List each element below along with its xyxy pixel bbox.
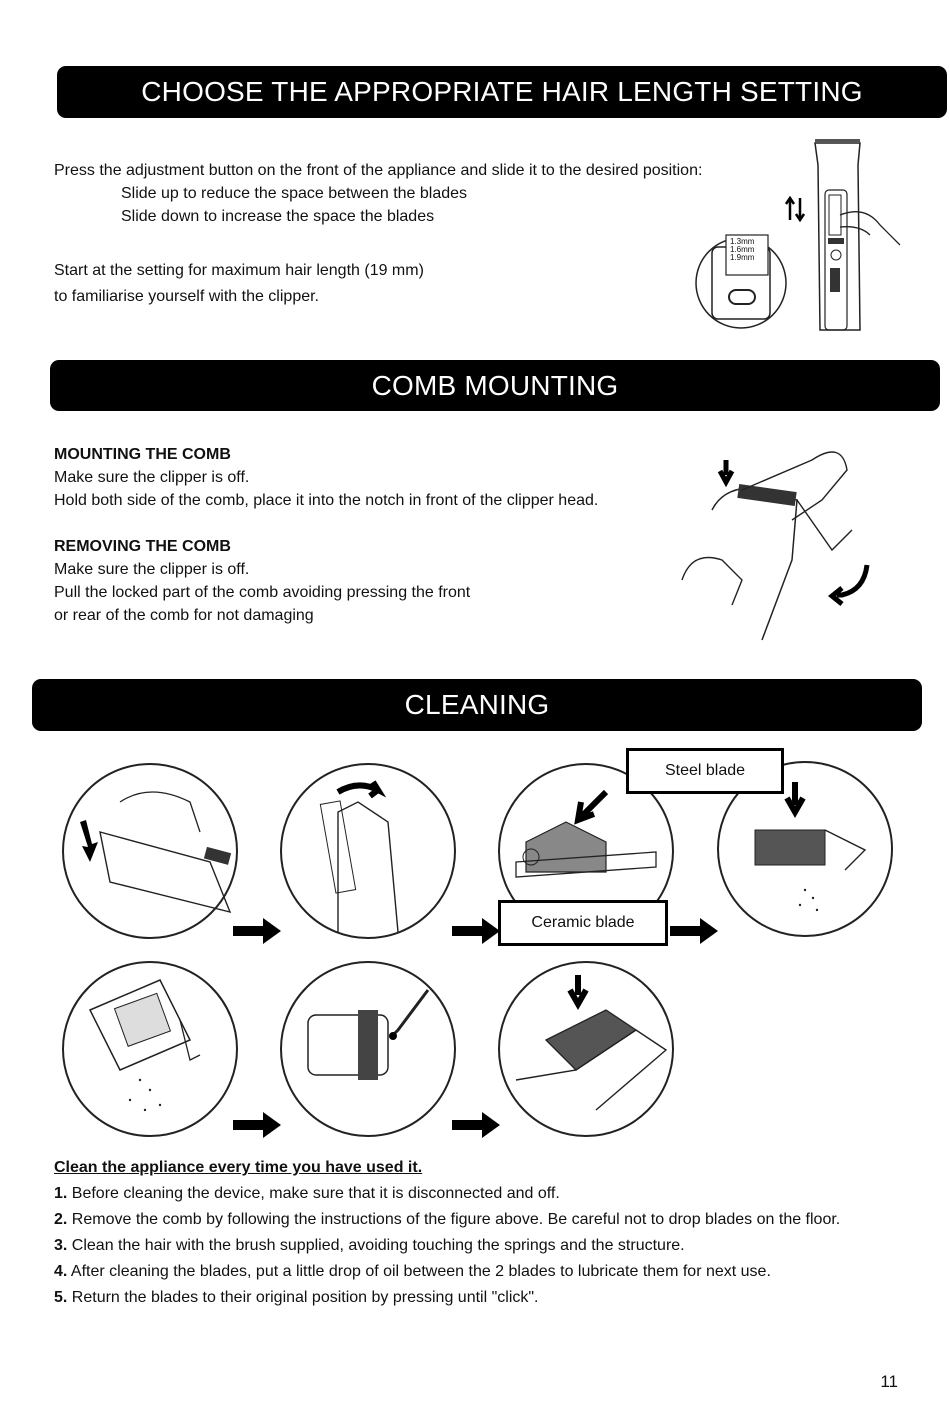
remove-line-2: Pull the locked part of the comb avoidin…	[54, 584, 471, 601]
mount-line-2: Hold both side of the comb, place it int…	[54, 492, 599, 509]
remove-line-3: or rear of the comb for not damaging	[54, 607, 314, 624]
cleaning-step-2: 2. Remove the comb by following the inst…	[54, 1207, 894, 1233]
steel-blade-label: Steel blade	[626, 748, 784, 794]
dial-label-1: 1.3mm	[730, 237, 755, 246]
comb-mounting-banner: COMB MOUNTING	[50, 360, 940, 411]
remove-heading: REMOVING THE COMB	[54, 538, 231, 555]
step-number: 3.	[54, 1237, 68, 1254]
cleaning-step-7-figure	[498, 961, 674, 1137]
cleaning-step-3: 3. Clean the hair with the brush supplie…	[54, 1233, 894, 1259]
cleaning-step-4-figure	[717, 761, 893, 937]
cleaning-list-title: Clean the appliance every time you have …	[54, 1159, 423, 1176]
ceramic-blade-label-text: Ceramic blade	[531, 914, 635, 931]
hair-length-title: CHOOSE THE APPROPRIATE HAIR LENGTH SETTI…	[141, 76, 863, 107]
step-arrow-icon	[233, 1112, 281, 1138]
step-text: Clean the hair with the brush supplied, …	[67, 1237, 685, 1254]
slide-down-text: Slide down to increase the space the bla…	[121, 208, 435, 225]
cleaning-instructions: Clean the appliance every time you have …	[54, 1155, 894, 1311]
cleaning-step-4: 4. After cleaning the blades, put a litt…	[54, 1259, 894, 1285]
cleaning-banner: CLEANING	[32, 679, 922, 731]
step-arrow-icon	[452, 918, 500, 944]
clipper-adjust-illustration: 1.3mm 1.6mm 1.9mm	[695, 139, 901, 331]
hair-length-start-text: Start at the setting for maximum hair le…	[54, 258, 554, 310]
step-arrow-icon	[670, 918, 718, 944]
step-number: 4.	[54, 1263, 68, 1280]
dial-label-2: 1.6mm	[730, 245, 755, 254]
start-line-1: Start at the setting for maximum hair le…	[54, 262, 424, 279]
mount-heading: MOUNTING THE COMB	[54, 446, 231, 463]
cleaning-step-5-figure	[62, 961, 238, 1137]
step-arrow-icon	[233, 918, 281, 944]
hair-length-banner: CHOOSE THE APPROPRIATE HAIR LENGTH SETTI…	[57, 66, 947, 118]
cleaning-step-5: 5. Return the blades to their original p…	[54, 1285, 894, 1311]
cleaning-step-6-figure	[280, 961, 456, 1137]
steel-blade-label-text: Steel blade	[664, 762, 746, 779]
cleaning-title: CLEANING	[404, 689, 550, 720]
hair-length-text: Press the adjustment button on the front…	[54, 159, 784, 228]
cleaning-step-2-figure	[280, 763, 456, 939]
cleaning-step-1: 1. Before cleaning the device, make sure…	[54, 1181, 894, 1207]
page-number: 11	[880, 1372, 898, 1391]
step-arrow-icon	[452, 1112, 500, 1138]
ceramic-blade-label: Ceramic blade	[498, 900, 668, 946]
step-text: Return the blades to their original posi…	[67, 1289, 539, 1306]
dial-label-3: 1.9mm	[730, 253, 755, 262]
comb-mounting-title: COMB MOUNTING	[371, 369, 619, 401]
hair-length-intro: Press the adjustment button on the front…	[54, 162, 703, 179]
step-text: Remove the comb by following the instruc…	[67, 1211, 841, 1228]
step-number: 5.	[54, 1289, 68, 1306]
step-number: 2.	[54, 1211, 68, 1228]
step-number: 1.	[54, 1185, 68, 1202]
slide-up-text: Slide up to reduce the space between the…	[121, 185, 468, 202]
step-text: Before cleaning the device, make sure th…	[67, 1185, 560, 1202]
comb-mounting-illustration	[681, 451, 870, 641]
start-line-2: to familiarise yourself with the clipper…	[54, 288, 319, 305]
mount-line-1: Make sure the clipper is off.	[54, 469, 250, 486]
remove-line-1: Make sure the clipper is off.	[54, 561, 250, 578]
cleaning-step-1-figure	[62, 763, 238, 939]
comb-text: MOUNTING THE COMB Make sure the clipper …	[54, 443, 674, 627]
step-text: After cleaning the blades, put a little …	[67, 1263, 771, 1280]
